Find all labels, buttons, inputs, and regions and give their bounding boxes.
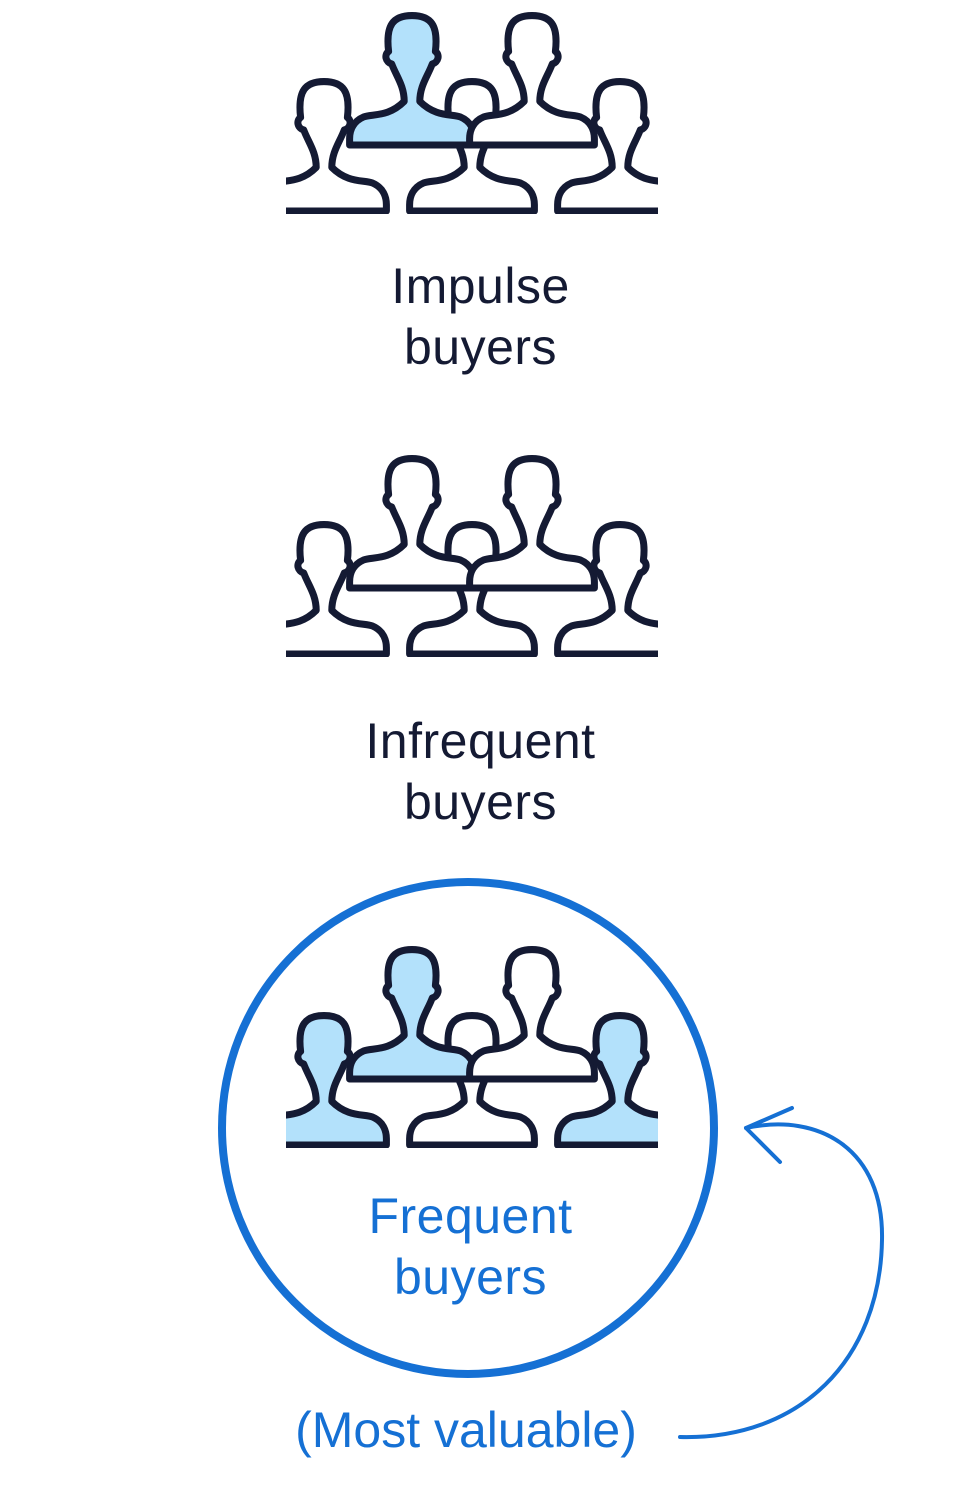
impulse-buyers-line1: Impulse [391,258,570,314]
frequent-buyers-line1: Frequent [368,1188,573,1244]
frequent-buyers-label: Frequent buyers [0,1186,951,1308]
person-silhouette-icon [466,455,598,592]
person-silhouette-icon [286,1012,390,1148]
person-silhouette-icon [554,521,658,657]
person-silhouette-icon [466,946,598,1083]
infrequent-buyers-label: Infrequent buyers [0,711,961,833]
impulse-buyers-line2: buyers [403,319,558,375]
person-silhouette-icon [554,78,658,214]
impulse-buyers-people-icon [286,12,658,214]
impulse-buyers-label: Impulse buyers [0,256,961,378]
infrequent-buyers-people-icon [286,455,658,657]
person-silhouette-icon [466,12,598,149]
frequent-buyers-people-icon [286,946,658,1148]
person-silhouette-icon [346,946,478,1083]
infrequent-buyers-line1: Infrequent [365,713,596,769]
infrequent-buyers-line2: buyers [403,774,558,830]
person-silhouette-icon [346,12,478,149]
person-silhouette-icon [286,78,390,214]
person-silhouette-icon [286,521,390,657]
person-silhouette-icon [554,1012,658,1148]
frequent-buyers-line2: buyers [393,1249,548,1305]
most-valuable-callout: (Most valuable) [295,1402,637,1458]
curved-arrow-icon [678,1106,885,1440]
person-silhouette-icon [346,455,478,592]
